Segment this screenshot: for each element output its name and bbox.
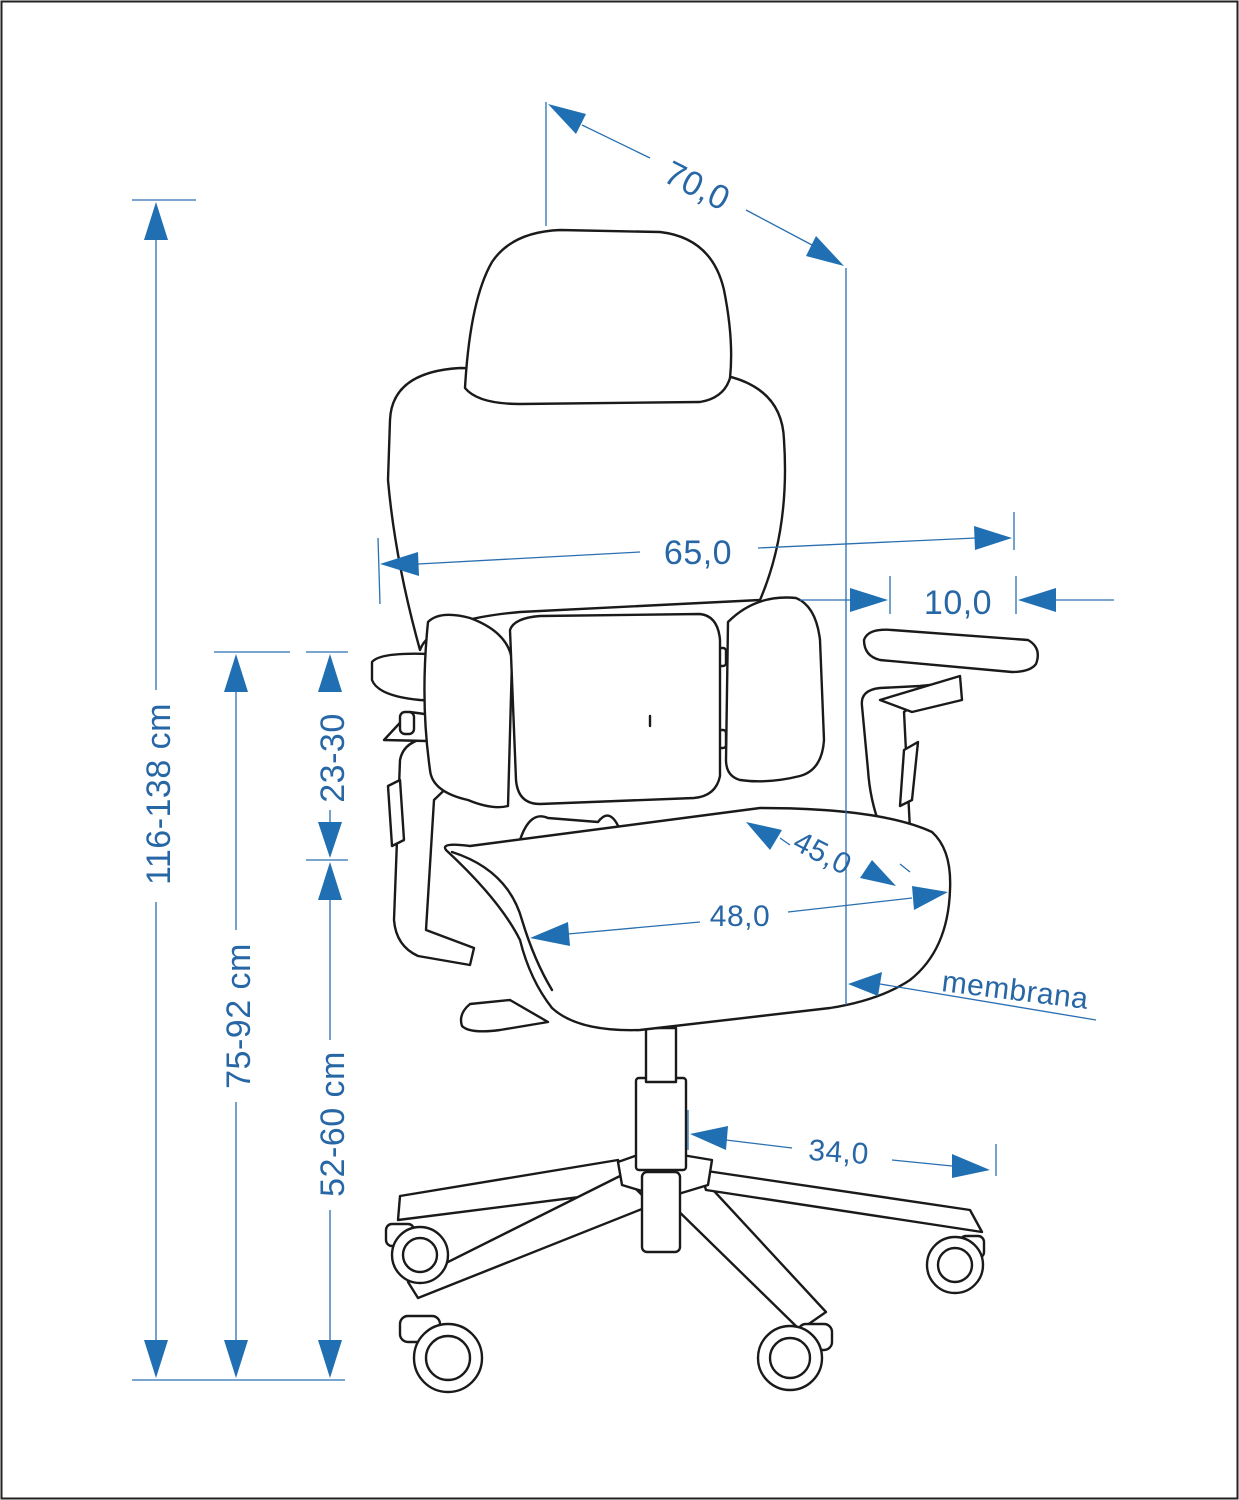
lumbar-pad	[508, 612, 722, 806]
star-base	[396, 1148, 984, 1332]
caster-front-left	[398, 1314, 484, 1394]
backrest	[386, 366, 787, 652]
label-total-height: 116-138 cm	[140, 703, 178, 885]
seat-edge	[450, 850, 554, 992]
label-armrest-height: 75-92 cm	[220, 943, 258, 1089]
label-material: membrana	[940, 965, 1090, 1016]
label-base-radius: 34,0	[807, 1134, 870, 1171]
caster-back-left	[384, 1222, 450, 1285]
gas-cylinder	[634, 1076, 688, 1172]
dimension-lines	[132, 102, 1114, 1381]
label-depth-top: 70,0	[658, 154, 736, 219]
headrest	[463, 228, 733, 406]
label-seat-width: 48,0	[710, 900, 770, 933]
label-seat-height: 52-60 cm	[314, 1051, 352, 1197]
seat-cushion	[443, 806, 952, 1032]
lumbar-wing-left	[423, 613, 514, 809]
gas-piston	[644, 1026, 678, 1084]
right-armrest	[860, 628, 1039, 832]
label-lumbar-range: 23-30	[314, 713, 352, 802]
label-back-width: 65,0	[664, 534, 732, 572]
lumbar-wing-right	[724, 596, 826, 783]
lift-base	[640, 1170, 682, 1254]
arrowheads	[144, 104, 1056, 1378]
caster-front-right	[756, 1322, 834, 1392]
caster-right	[925, 1234, 986, 1295]
seat-mechanism	[459, 998, 550, 1033]
label-armrest-offset: 10,0	[924, 584, 992, 622]
chair-illustration	[370, 228, 1039, 1394]
